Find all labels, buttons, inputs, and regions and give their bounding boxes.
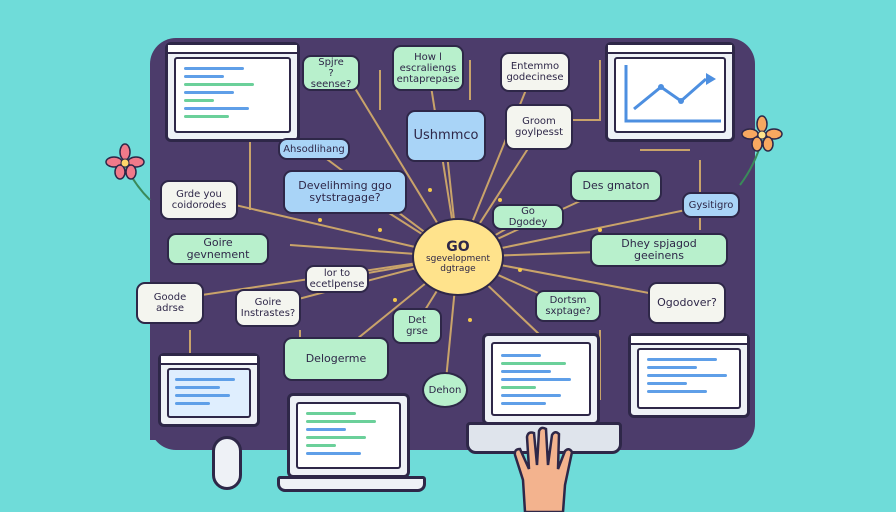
laptop-bottom-center [482, 333, 600, 425]
node-goode: Goode adrse [136, 282, 204, 324]
node-dhey: Dhey spjagod geeinens [590, 233, 728, 267]
node-goire-instrastes: Goire Instrastes? [235, 289, 301, 327]
line-graph-icon [624, 65, 721, 123]
node-spjre: Spjre ? seense? [302, 55, 360, 91]
node-how: How l escraliengs entaprepase [392, 45, 464, 91]
node-dehon: Dehon [422, 372, 468, 408]
node-groom: Groom goylpesst [505, 104, 573, 150]
laptop-base-left [277, 476, 426, 492]
node-goire-gevnement: Goire gevnement [167, 233, 269, 265]
hub-title: GO [446, 239, 470, 256]
node-ushmmco: Ushmmco [406, 110, 486, 162]
node-dortsm: Dortsm sxptage? [535, 290, 601, 322]
node-gysitigro: Gysitigro [682, 192, 740, 218]
node-entemmo: Entemmo godecinese [500, 52, 570, 92]
node-grde: Grde you coidorodes [160, 180, 238, 220]
monitor-top-left [165, 42, 300, 142]
node-des-gmaton: Des gmaton [570, 170, 662, 202]
node-lor-to: lor to ecetlpense [305, 265, 369, 293]
mouse-icon [212, 436, 242, 490]
hub-subtitle: sgevelopment dgtrage [425, 254, 491, 274]
node-delogerme: Delogerme [283, 337, 389, 381]
node-ogodover: Ogodover? [648, 282, 726, 324]
laptop-bottom-left [287, 393, 410, 478]
node-det-grse: Det grse [392, 308, 442, 344]
monitor-top-right [605, 42, 735, 142]
monitor-bottom-left [158, 353, 260, 427]
central-hub: GO sgevelopment dgtrage [412, 218, 504, 296]
monitor-bottom-right [628, 333, 750, 418]
hand-icon [513, 426, 574, 512]
flower-icon [105, 143, 151, 201]
node-develihming: Develihming ggo sytstragage? [283, 170, 407, 214]
node-ahsodlihang: Ahsodlihang [278, 138, 350, 160]
flower-icon [739, 115, 783, 186]
node-go-dgodey: Go Dgodey [492, 204, 564, 230]
